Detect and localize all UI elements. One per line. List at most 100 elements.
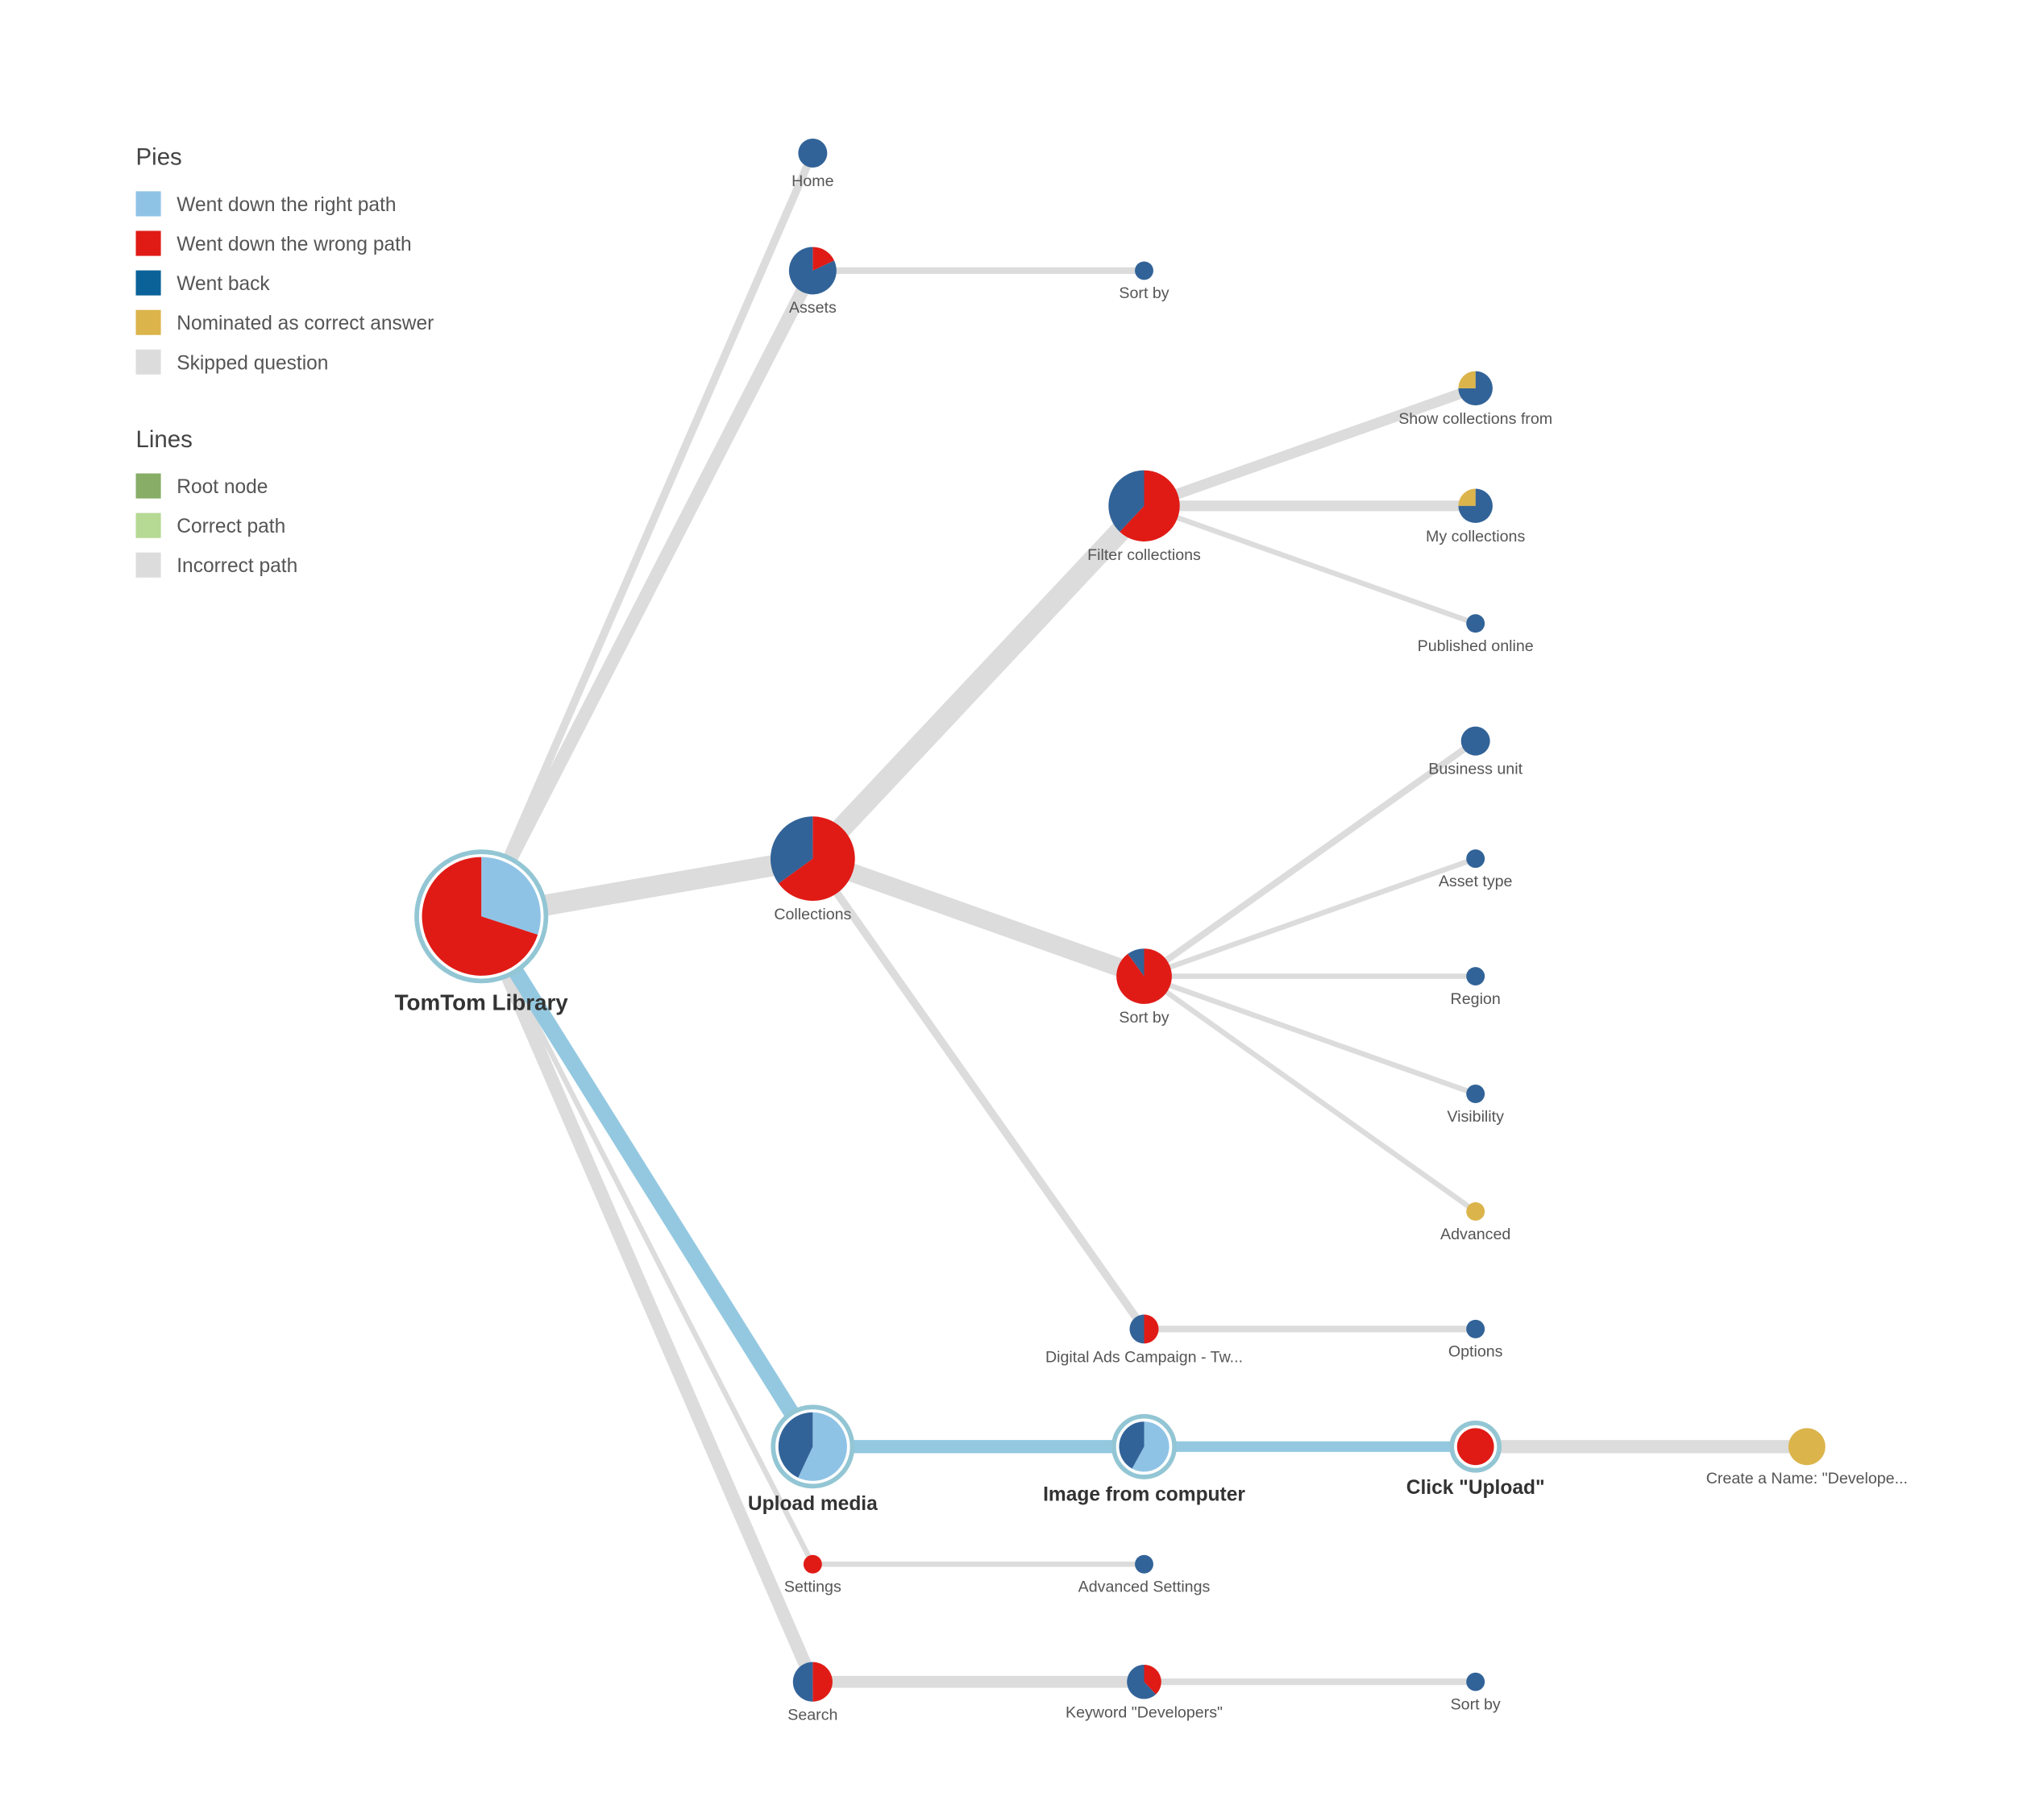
node-label: Advanced Settings xyxy=(1078,1579,1211,1596)
tree-node-region[interactable]: Region xyxy=(1451,967,1501,1008)
legend-item: Root node xyxy=(177,476,268,498)
pie-slice-nominated xyxy=(1458,488,1476,506)
node-label: Business unit xyxy=(1428,761,1523,778)
legend-swatch xyxy=(135,473,161,499)
incorrect-path-edge xyxy=(809,856,1148,1332)
node-label: Create a Name: "Develope... xyxy=(1706,1470,1908,1487)
incorrect-path-edge xyxy=(475,268,819,920)
pie-slice-back xyxy=(770,816,813,884)
node-label: Sort by xyxy=(1119,284,1169,302)
pie-slice-back xyxy=(1119,1421,1145,1469)
legend-swatch xyxy=(135,270,161,296)
node-label: Options xyxy=(1448,1343,1503,1361)
pie-slice-back xyxy=(1458,488,1493,524)
tree-node-options[interactable]: Options xyxy=(1448,1319,1503,1361)
pie-slice-right xyxy=(798,1412,847,1481)
incorrect-path-edge xyxy=(809,849,1148,985)
pie-slice-wrong xyxy=(812,1662,833,1702)
pie-slice-back xyxy=(1108,470,1145,532)
node-label: Search xyxy=(787,1707,837,1724)
incorrect-path-edge xyxy=(475,914,819,1685)
tree-node-keyword[interactable]: Keyword "Developers" xyxy=(1066,1664,1223,1721)
pie-slice-nominated xyxy=(1466,1201,1485,1221)
pie-slice-wrong xyxy=(1116,948,1172,1004)
correct-path-edge xyxy=(474,912,820,1451)
tree-node-advanced[interactable]: Advanced xyxy=(1440,1201,1510,1243)
incorrect-path-edge xyxy=(1143,973,1477,1097)
node-label: Sort by xyxy=(1451,1696,1501,1714)
node-label: Keyword "Developers" xyxy=(1066,1703,1223,1721)
tree-node-digital[interactable]: Digital Ads Campaign - Tw... xyxy=(1045,1314,1243,1366)
tree-node-search[interactable]: Search xyxy=(787,1662,837,1724)
pie-slice-back xyxy=(1466,614,1485,633)
pie-slice-wrong xyxy=(812,247,834,271)
legend-swatch xyxy=(135,552,161,578)
legend-swatch xyxy=(135,349,161,375)
node-label: Region xyxy=(1451,990,1501,1008)
pie-slice-back xyxy=(798,138,828,168)
tree-node-adv_settings[interactable]: Advanced Settings xyxy=(1078,1554,1211,1596)
node-label: Image from computer xyxy=(1043,1483,1245,1505)
incorrect-path-edge xyxy=(1143,503,1477,626)
pie-slice-back xyxy=(1466,967,1485,986)
pie-slice-back xyxy=(1135,261,1153,280)
node-label: Published online xyxy=(1418,637,1534,655)
pie-slice-back xyxy=(1128,948,1145,977)
tree-node-settings[interactable]: Settings xyxy=(784,1554,841,1596)
node-label: Filter collections xyxy=(1087,546,1201,564)
tree-node-kw_sort[interactable]: Sort by xyxy=(1451,1672,1501,1714)
pie-slice-wrong xyxy=(1144,1664,1161,1695)
pie-slice-wrong xyxy=(803,1554,822,1574)
tree-node-click_upload[interactable]: Click "Upload" xyxy=(1406,1421,1545,1499)
pie-slice-nominated xyxy=(1788,1428,1826,1466)
legend-item: Nominated as correct answer xyxy=(177,313,434,334)
tree-node-show_coll[interactable]: Show collections from xyxy=(1398,371,1552,428)
pie-slice-wrong xyxy=(1144,1314,1159,1344)
tree-node-image[interactable]: Image from computer xyxy=(1043,1413,1245,1506)
tree-node-business[interactable]: Business unit xyxy=(1428,726,1523,778)
pie-slice-back xyxy=(788,247,837,295)
tree-node-create_name[interactable]: Create a Name: "Develope... xyxy=(1706,1428,1908,1487)
tree-node-coll_sort[interactable]: Sort by xyxy=(1116,948,1172,1027)
tree-node-my_coll[interactable]: My collections xyxy=(1426,488,1525,546)
incorrect-path-edge xyxy=(1142,383,1477,511)
legend-swatch xyxy=(135,230,161,256)
legend-item: Incorrect path xyxy=(177,555,297,577)
tree-node-filter[interactable]: Filter collections xyxy=(1087,470,1201,564)
pie-slice-nominated xyxy=(1458,371,1476,388)
node-label: Home xyxy=(791,172,833,190)
node-label: Show collections from xyxy=(1398,410,1552,428)
pie-slice-right xyxy=(481,857,541,936)
tree-node-root[interactable]: TomTom Library xyxy=(395,849,569,1014)
legend-lines-title: Lines xyxy=(136,426,193,453)
pie-slice-back xyxy=(1460,726,1490,756)
legend-item: Went back xyxy=(177,273,270,295)
node-label: Upload media xyxy=(748,1493,878,1515)
tree-node-assets_sort[interactable]: Sort by xyxy=(1119,261,1169,302)
tree-node-asset_type[interactable]: Asset type xyxy=(1439,849,1513,890)
node-label: Visibility xyxy=(1447,1108,1504,1126)
tree-node-assets[interactable]: Assets xyxy=(789,247,837,317)
incorrect-path-edge xyxy=(804,498,1153,866)
node-label: Settings xyxy=(784,1579,841,1596)
legend-item: Correct path xyxy=(177,516,285,537)
node-label: Click "Upload" xyxy=(1406,1477,1545,1499)
pie-slice-back xyxy=(1135,1554,1153,1574)
pie-slice-wrong xyxy=(422,857,538,976)
tree-node-collections[interactable]: Collections xyxy=(770,816,855,923)
incorrect-path-edge xyxy=(1143,856,1477,979)
pie-slice-back xyxy=(778,1412,813,1478)
incorrect-path-edge xyxy=(479,915,816,1566)
tree-node-published[interactable]: Published online xyxy=(1418,614,1534,655)
pie-slice-back xyxy=(792,1662,813,1702)
tree-node-visibility[interactable]: Visibility xyxy=(1447,1085,1504,1126)
node-label: Collections xyxy=(774,906,851,923)
incorrect-path-edge xyxy=(477,151,816,919)
node-label: My collections xyxy=(1426,528,1525,546)
pie-slice-right xyxy=(1132,1421,1169,1472)
node-label: Assets xyxy=(789,299,837,317)
tree-node-upload[interactable]: Upload media xyxy=(748,1404,878,1515)
tree-node-home[interactable]: Home xyxy=(791,138,834,190)
